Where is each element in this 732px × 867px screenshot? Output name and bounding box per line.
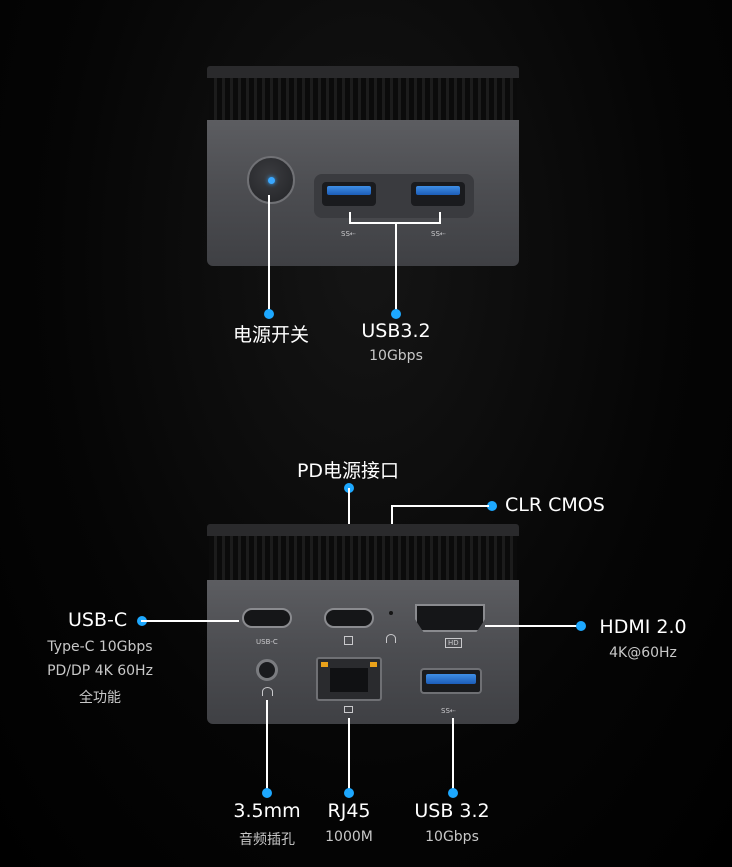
power-callout-dot <box>264 309 274 319</box>
top-usb-label: USB3.2 <box>361 320 431 342</box>
rj45-led-left <box>321 662 328 667</box>
usb-a-tongue <box>327 186 371 195</box>
clr-cmos-label: CLR CMOS <box>505 494 605 516</box>
rj45-label: RJ45 <box>327 800 371 822</box>
usb-c-spec-3: 全功能 <box>79 690 121 706</box>
usb-rear-callout-line <box>452 718 454 792</box>
ss-mark-rear: SS⇠ <box>441 707 456 715</box>
hdmi-mark: HD <box>445 638 462 648</box>
usb-rear-callout-dot <box>448 788 458 798</box>
pd-power-label: PD电源接口 <box>296 460 400 482</box>
rj45-callout-line <box>348 718 350 792</box>
rj45-callout-dot <box>344 788 354 798</box>
rj45-port[interactable] <box>316 657 382 701</box>
usb-c-port[interactable] <box>242 608 292 628</box>
hdmi-callout-line <box>485 625 580 627</box>
usb-a-port-2[interactable] <box>411 182 465 206</box>
network-icon <box>344 706 353 713</box>
usb-bracket-right <box>439 212 441 224</box>
clr-cmos-pinhole[interactable] <box>389 611 393 615</box>
power-led-icon <box>268 177 275 184</box>
rj45-led-right <box>370 662 377 667</box>
usb-bracket-left <box>349 212 351 224</box>
hdmi-port[interactable] <box>415 604 485 632</box>
hdmi-spec: 4K@60Hz <box>609 645 677 661</box>
usb-c-callout-line <box>141 620 239 622</box>
usb-c-label: USB-C <box>68 609 128 631</box>
top-device: SS⇠ SS⇠ <box>207 66 519 266</box>
clr-cmos-icon <box>386 634 396 643</box>
power-callout-line <box>268 195 270 313</box>
usb-c-spec-2: PD/DP 4K 60Hz <box>47 663 153 679</box>
usb-a-port-1[interactable] <box>322 182 376 206</box>
bottom-device: USB-C HD SS⇠ <box>207 524 519 724</box>
top-device-lid <box>207 66 519 78</box>
audio-callout-dot <box>262 788 272 798</box>
usb-callout-line <box>395 222 397 313</box>
hdmi-label: HDMI 2.0 <box>599 616 687 638</box>
rj45-spec: 1000M <box>325 829 373 845</box>
bottom-device-lid <box>207 524 519 536</box>
ss-mark-1: SS⇠ <box>341 230 356 238</box>
audio-label: 3.5mm <box>233 800 301 822</box>
top-device-front-panel: SS⇠ SS⇠ <box>207 120 519 266</box>
hdmi-callout-dot <box>576 621 586 631</box>
rear-usb-label: USB 3.2 <box>414 800 490 822</box>
usb-a-tongue <box>416 186 460 195</box>
audio-spec: 音频插孔 <box>239 832 295 848</box>
power-button[interactable] <box>247 156 295 204</box>
audio-callout-line <box>266 700 268 792</box>
ss-mark-2: SS⇠ <box>431 230 446 238</box>
pd-power-icon <box>344 636 353 645</box>
pd-power-port[interactable] <box>324 608 374 628</box>
clr-callout-h <box>391 505 489 507</box>
top-usb-speed: 10Gbps <box>369 348 423 364</box>
rj45-socket <box>330 668 368 692</box>
bottom-device-vents <box>209 536 517 580</box>
bottom-device-rear-panel: USB-C HD SS⇠ <box>207 580 519 724</box>
headphone-icon <box>262 687 273 696</box>
usb-a-tongue <box>426 674 476 684</box>
clr-callout-dot <box>487 501 497 511</box>
usb-a-port-rear[interactable] <box>420 668 482 694</box>
usb-c-spec-1: Type-C 10Gbps <box>47 639 153 655</box>
audio-jack[interactable] <box>256 659 278 681</box>
rear-usb-spec: 10Gbps <box>425 829 479 845</box>
usb-c-mark: USB-C <box>256 638 278 646</box>
top-device-vents <box>209 78 517 120</box>
usb-callout-dot <box>391 309 401 319</box>
power-switch-label: 电源开关 <box>232 324 310 346</box>
